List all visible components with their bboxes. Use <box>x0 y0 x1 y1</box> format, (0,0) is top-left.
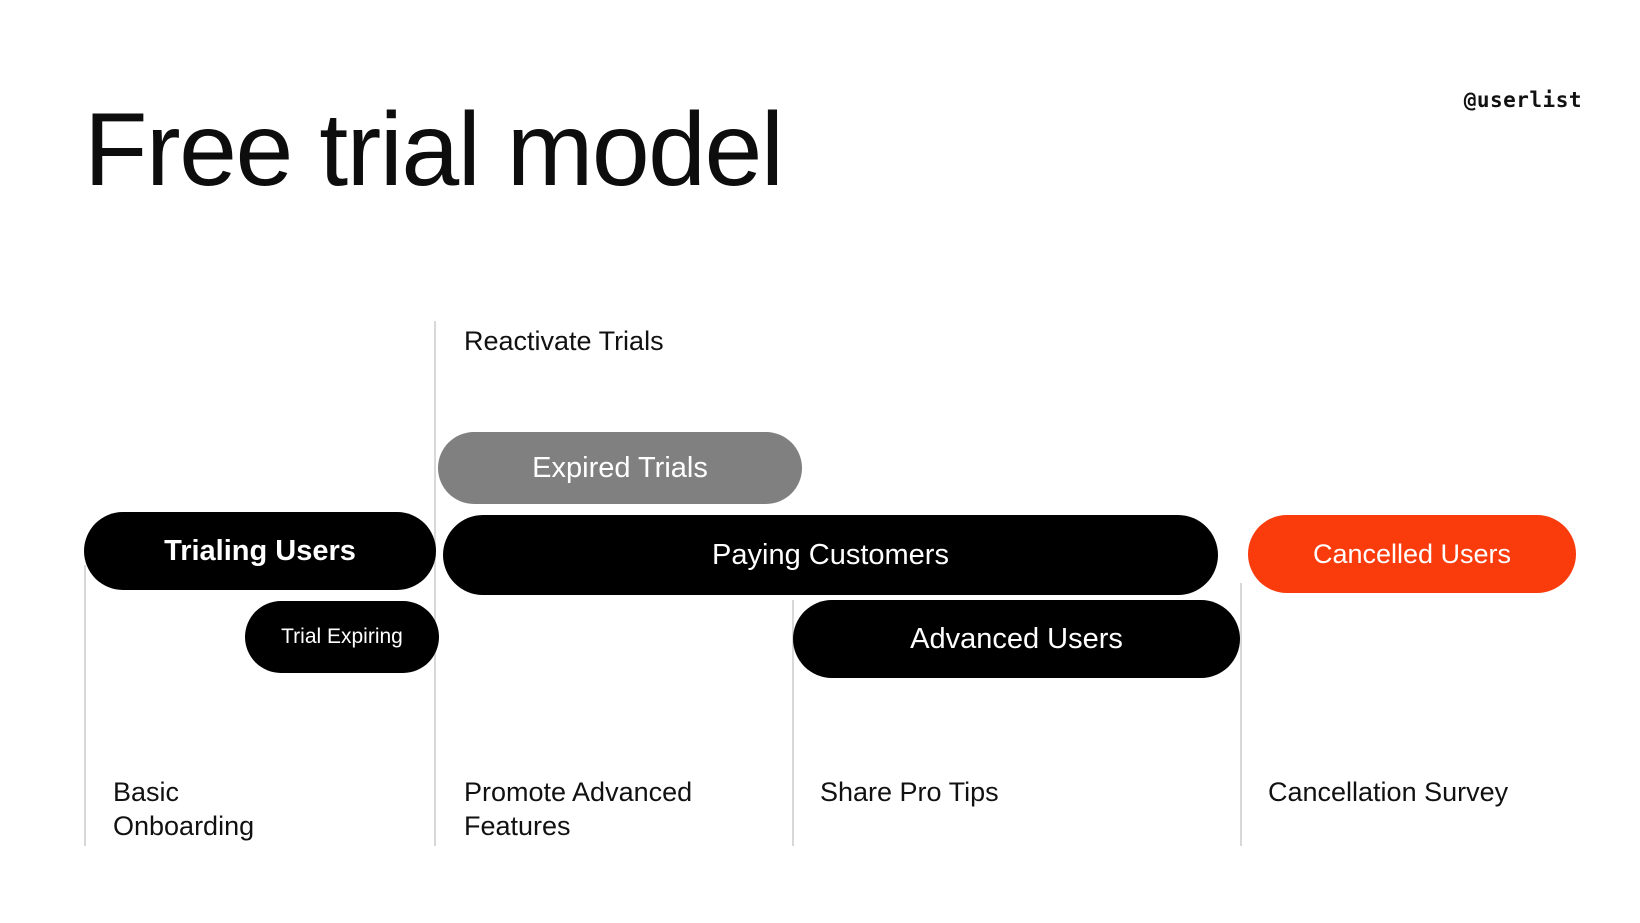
segment-expired-trials[interactable]: Expired Trials <box>438 432 802 504</box>
stage-label-promote-advanced-features: Promote Advanced Features <box>464 775 784 844</box>
column-divider-3 <box>792 600 794 846</box>
segment-trialing-users[interactable]: Trialing Users <box>84 512 436 590</box>
column-divider-4 <box>1240 583 1242 846</box>
stage-label-share-pro-tips: Share Pro Tips <box>820 775 1200 809</box>
stage-label-line-2: Features <box>464 811 571 842</box>
stage-label-line-1: Basic <box>113 777 180 807</box>
segment-advanced-users[interactable]: Advanced Users <box>793 600 1240 678</box>
flow-label-reactivate-trials: Reactivate Trials <box>464 326 664 356</box>
stage-label-basic-onboarding: Basic Onboarding <box>113 775 413 844</box>
column-divider-2 <box>434 321 436 846</box>
page-title: Free trial model <box>84 92 784 208</box>
stage-label-line-1: Cancellation Survey <box>1268 777 1509 807</box>
column-divider-1 <box>84 565 86 846</box>
segment-paying-customers[interactable]: Paying Customers <box>443 515 1218 595</box>
watermark-handle: @userlist <box>1463 88 1582 112</box>
stage-label-cancellation-survey: Cancellation Survey <box>1268 775 1618 809</box>
segment-trial-expiring[interactable]: Trial Expiring <box>245 601 439 673</box>
stage-label-line-1: Share Pro Tips <box>820 777 999 807</box>
segment-cancelled-users[interactable]: Cancelled Users <box>1248 515 1576 593</box>
stage-label-line-2: Onboarding <box>113 811 255 842</box>
stage-label-line-1: Promote Advanced <box>464 777 693 807</box>
